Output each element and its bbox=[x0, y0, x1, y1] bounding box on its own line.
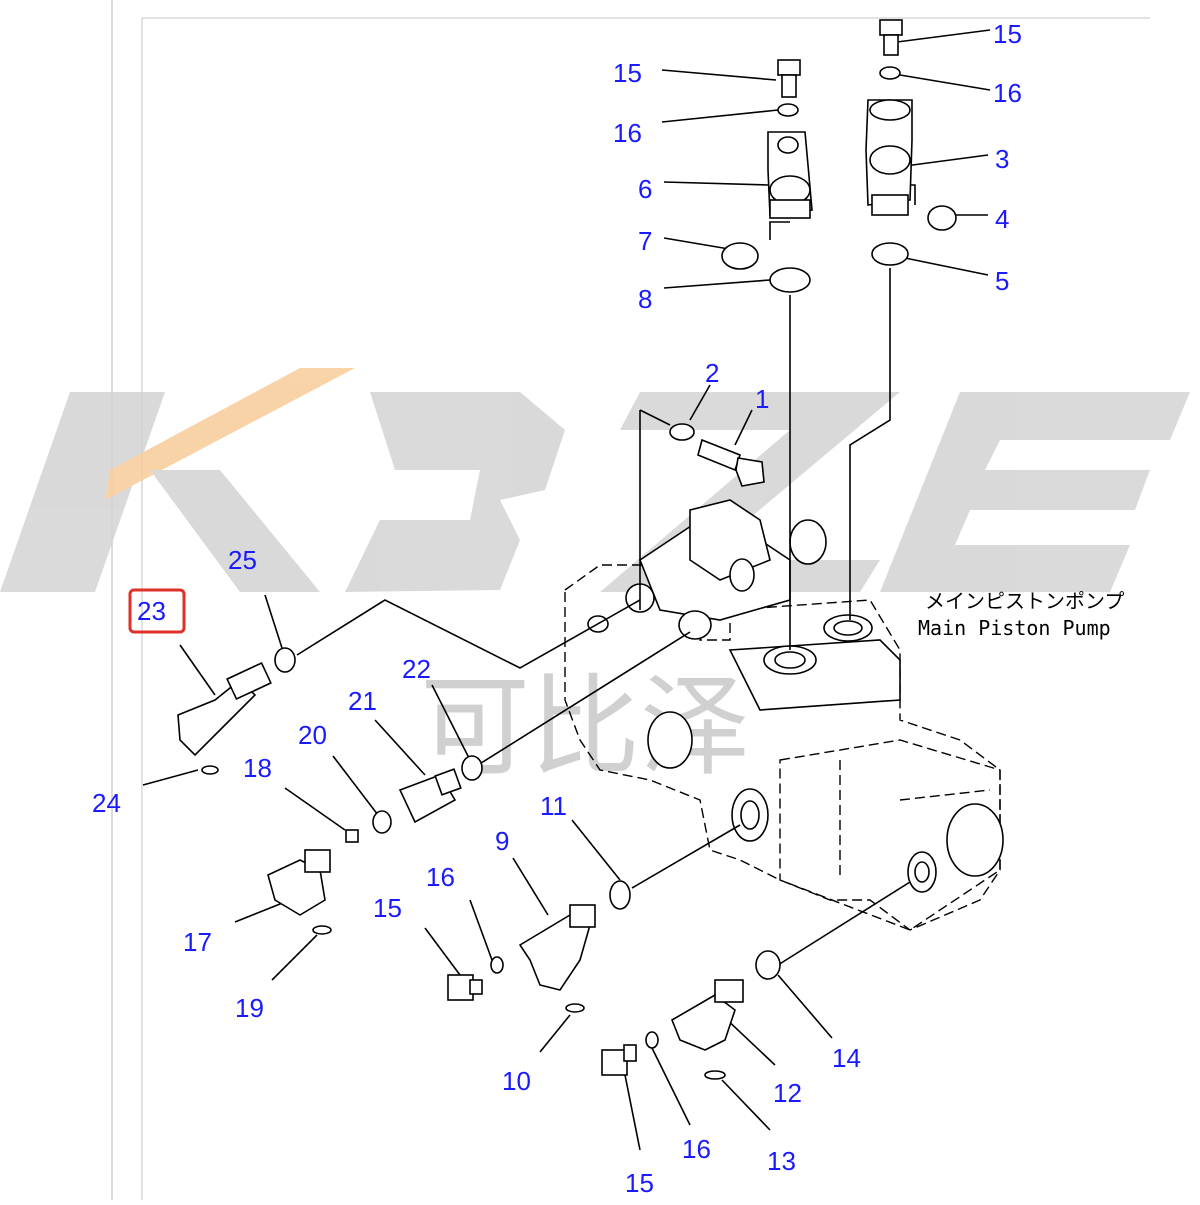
part-15-bolt-lower-left bbox=[447, 974, 483, 1001]
callout-21[interactable]: 21 bbox=[348, 686, 377, 716]
part-4-oring bbox=[927, 205, 957, 231]
part-12-sensor bbox=[671, 979, 744, 1051]
part-22-oring bbox=[461, 755, 483, 781]
part-15-bolt-bottom bbox=[601, 1044, 637, 1076]
part-21-adapter bbox=[398, 768, 462, 824]
highlight-box-part-23 bbox=[128, 588, 186, 634]
part-2-washer bbox=[669, 423, 695, 441]
callout-7[interactable]: 7 bbox=[638, 226, 652, 256]
callout-9[interactable]: 9 bbox=[495, 826, 509, 856]
main-piston-pump-body bbox=[564, 499, 1004, 931]
callout-15-c[interactable]: 15 bbox=[373, 893, 402, 923]
callout-4[interactable]: 4 bbox=[995, 204, 1009, 234]
callout-16-d[interactable]: 16 bbox=[682, 1134, 711, 1164]
part-25-oring bbox=[274, 647, 296, 673]
callout-10[interactable]: 10 bbox=[502, 1066, 531, 1096]
part-13-oring bbox=[704, 1070, 726, 1080]
part-10-oring bbox=[565, 1003, 585, 1013]
callout-8[interactable]: 8 bbox=[638, 284, 652, 314]
callout-23[interactable]: 23 bbox=[137, 596, 166, 626]
part-20-oring bbox=[372, 810, 392, 834]
assembly-label-en: Main Piston Pump bbox=[918, 616, 1111, 640]
callout-25[interactable]: 25 bbox=[228, 545, 257, 575]
callout-5[interactable]: 5 bbox=[995, 266, 1009, 296]
callout-22[interactable]: 22 bbox=[402, 654, 431, 684]
part-1-bolt bbox=[697, 438, 765, 487]
callout-16-c[interactable]: 16 bbox=[426, 862, 455, 892]
callout-16-b[interactable]: 16 bbox=[993, 78, 1022, 108]
part-11-oring bbox=[609, 880, 631, 910]
part-14-oring bbox=[755, 950, 781, 980]
callout-15-b[interactable]: 15 bbox=[993, 19, 1022, 49]
leader-lines bbox=[142, 29, 991, 1151]
assembly-label-ja: メインピストンポンプ bbox=[925, 589, 1124, 613]
part-16-oring-top-right bbox=[879, 66, 901, 80]
part-15-bolt-top-right bbox=[879, 19, 903, 56]
watermark-b bbox=[345, 392, 565, 592]
part-18-plug bbox=[345, 829, 359, 843]
part-16-oring-bottom bbox=[645, 1031, 659, 1049]
watermark-e bbox=[880, 392, 1190, 592]
part-24-oring bbox=[201, 765, 219, 775]
callout-11[interactable]: 11 bbox=[540, 791, 567, 821]
callout-14[interactable]: 14 bbox=[832, 1043, 861, 1073]
callout-20[interactable]: 20 bbox=[298, 720, 327, 750]
callout-13[interactable]: 13 bbox=[767, 1146, 796, 1176]
watermark-k-arm bbox=[105, 368, 355, 500]
callout-1[interactable]: 1 bbox=[755, 384, 769, 414]
part-6-elbow-fitting bbox=[767, 131, 813, 219]
part-19-oring bbox=[312, 925, 332, 935]
callout-labels: 1 2 3 4 5 6 7 8 9 10 11 12 13 14 15 15 1… bbox=[92, 19, 1022, 1198]
part-9-sensor bbox=[518, 904, 596, 991]
part-16-oring-lower-left bbox=[490, 956, 504, 974]
part-17-sensor bbox=[267, 849, 331, 916]
callout-17[interactable]: 17 bbox=[183, 927, 212, 957]
watermark-k-leg bbox=[150, 470, 320, 592]
callout-15-d[interactable]: 15 bbox=[625, 1168, 654, 1198]
callout-12[interactable]: 12 bbox=[773, 1078, 802, 1108]
callout-24[interactable]: 24 bbox=[92, 788, 121, 818]
part-23-pressure-sensor bbox=[177, 661, 272, 757]
part-7-oring bbox=[721, 242, 759, 270]
callout-2[interactable]: 2 bbox=[705, 358, 719, 388]
callout-19[interactable]: 19 bbox=[235, 993, 264, 1023]
callout-6[interactable]: 6 bbox=[638, 174, 652, 204]
part-15-bolt-top-left bbox=[777, 59, 801, 98]
part-8-oring bbox=[769, 267, 811, 293]
callout-15-a[interactable]: 15 bbox=[613, 58, 642, 88]
page-frame bbox=[111, 0, 1150, 1200]
callout-3[interactable]: 3 bbox=[995, 144, 1009, 174]
callout-16-a[interactable]: 16 bbox=[613, 118, 642, 148]
assembly-label: メインピストンポンプ Main Piston Pump bbox=[918, 589, 1124, 640]
watermark-k-stem bbox=[0, 392, 165, 592]
part-5-oring bbox=[871, 242, 909, 266]
part-16-oring-top-left bbox=[777, 103, 799, 117]
part-3-elbow-fitting bbox=[865, 99, 913, 216]
callout-18[interactable]: 18 bbox=[243, 753, 272, 783]
